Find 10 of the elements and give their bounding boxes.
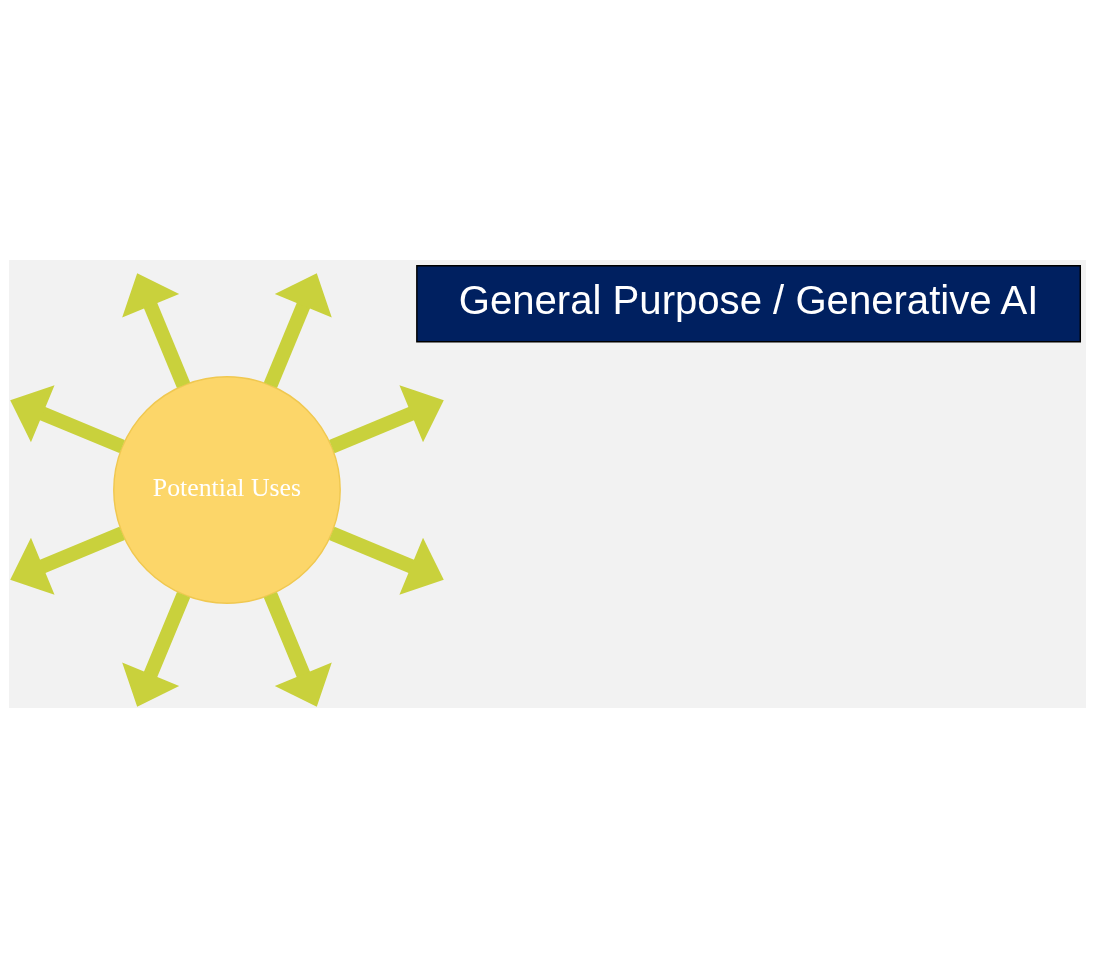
arrow: [122, 273, 191, 388]
arrow: [263, 273, 332, 388]
arrow: [263, 592, 332, 707]
node-circle: Potential Uses: [113, 376, 341, 604]
node-box: General Purpose / Generative AI: [416, 265, 1081, 343]
arrow: [329, 385, 444, 454]
arrow: [10, 526, 125, 595]
arrow: [10, 385, 125, 454]
arrow: [122, 592, 191, 707]
arrow: [329, 526, 444, 595]
